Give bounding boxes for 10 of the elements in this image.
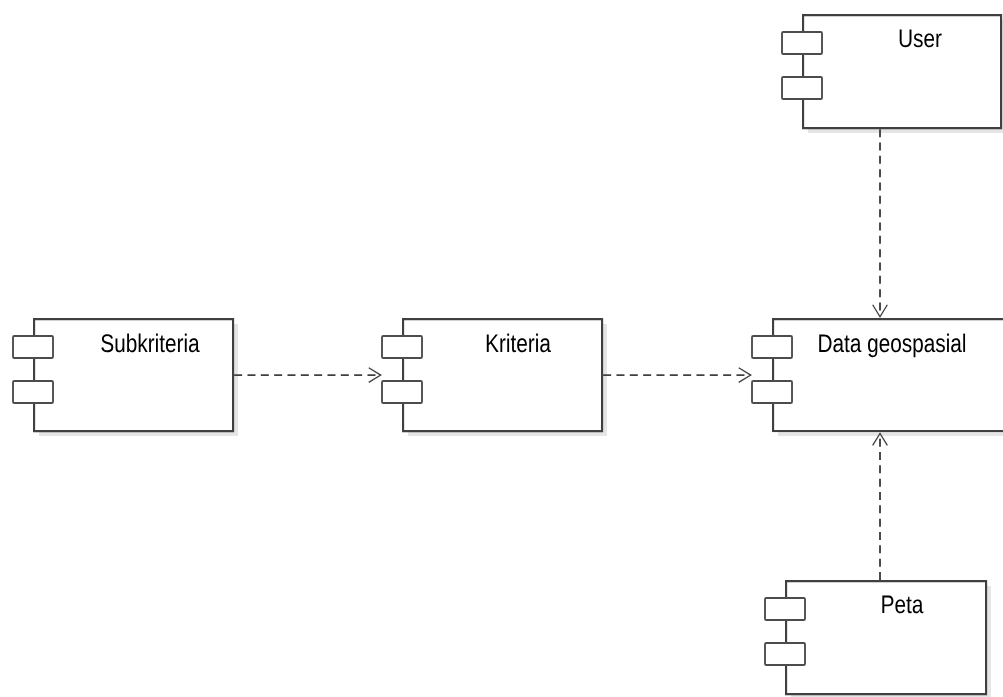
- component-box: Peta: [764, 580, 991, 697]
- dependency-arrow: [602, 367, 752, 384]
- dependency-arrow: [872, 128, 888, 318]
- component-box: User: [781, 14, 1003, 133]
- component-box: Subkriteria: [12, 318, 238, 436]
- component-box: Kriteria: [381, 318, 607, 436]
- component-box: Data geospasial: [751, 318, 1003, 436]
- dependency-arrow: [233, 367, 382, 384]
- dependency-arrow: [872, 432, 888, 581]
- node-label: Data geospasial: [819, 333, 966, 358]
